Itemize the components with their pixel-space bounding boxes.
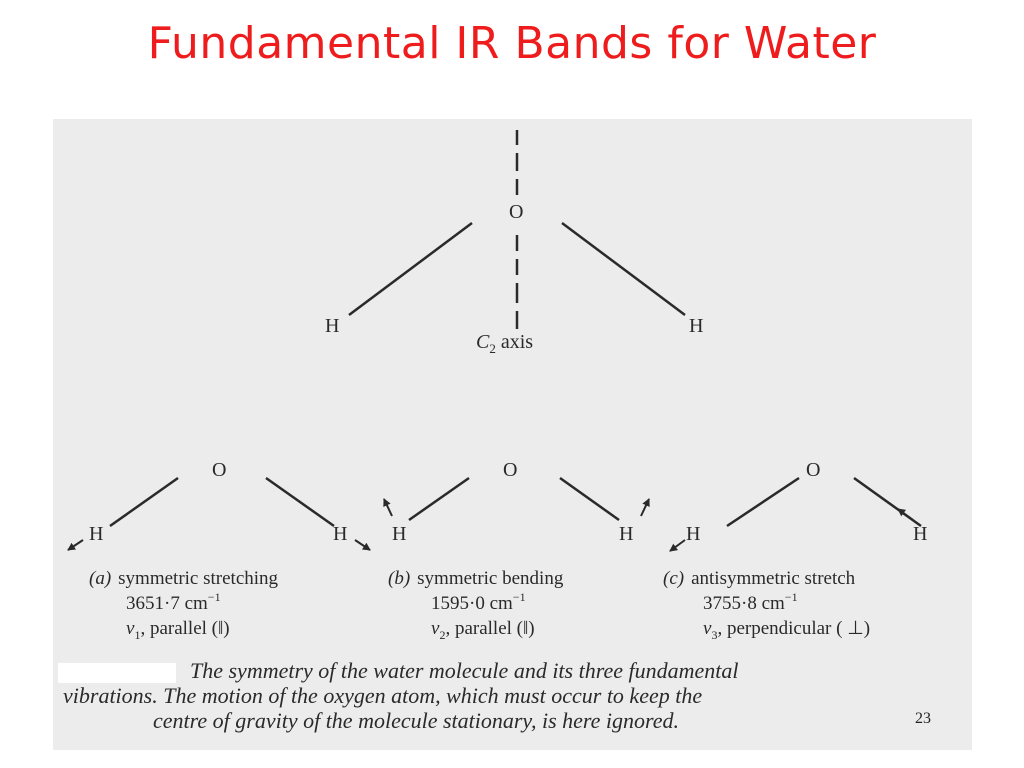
oh-bond-left	[726, 476, 800, 528]
mode-c-molecule	[669, 476, 922, 552]
hydrogen-atom-label: H	[913, 523, 927, 545]
displacement-arrow	[67, 539, 84, 551]
oxygen-atom-label: O	[806, 459, 820, 481]
caption-line: The symmetry of the water molecule and i…	[190, 658, 739, 683]
unit-exponent: −1	[785, 590, 798, 604]
oxygen-atom-label: O	[503, 459, 517, 481]
nu-subscript: 2	[439, 628, 445, 642]
mode-b-molecule	[383, 476, 650, 522]
oh-bond-left	[109, 476, 179, 528]
displacement-arrow	[669, 539, 686, 552]
displacement-arrow	[897, 508, 914, 521]
whiteout-patch	[58, 663, 176, 683]
mode-tag: (c)	[663, 568, 684, 589]
displacement-arrow	[354, 539, 371, 551]
mode-tag: (a)	[89, 568, 111, 589]
displacement-arrow	[383, 498, 393, 517]
top-water-molecule	[348, 130, 686, 329]
oxygen-atom-label: O	[509, 201, 523, 223]
hydrogen-atom-label: H	[89, 523, 103, 545]
displacement-arrow	[640, 498, 650, 517]
mode-a-caption: (a) symmetric stretching 3651·7 cm−1 ν1, …	[89, 568, 279, 642]
hydrogen-atom-label: H	[392, 523, 406, 545]
slide-title: Fundamental IR Bands for Water	[147, 18, 877, 69]
page-number: 23	[915, 710, 931, 727]
svg-text:(b)symmetric bending: (b) symmetric bending	[388, 568, 564, 589]
hydrogen-atom-label: H	[686, 523, 700, 545]
nu-subscript: 1	[134, 628, 140, 642]
mode-name: antisymmetric stretch	[691, 568, 856, 589]
svg-text:(a)symmetric stretching: (a) symmetric stretching	[89, 568, 279, 589]
water-symmetry-diagram: O H H C2 axis O H H O H H	[67, 130, 927, 642]
svg-text:ν2, parallel (‖): ν2, parallel (‖)	[431, 618, 535, 642]
mode-frequency: 1595·0 cm	[431, 593, 513, 614]
oh-bond-left	[408, 476, 470, 522]
mode-tag: (b)	[388, 568, 410, 589]
mode-symmetry: , parallel (‖)	[445, 618, 534, 639]
svg-text:ν3, perpendicular ( ⊥): ν3, perpendicular ( ⊥)	[703, 618, 870, 642]
axis-subscript: 2	[489, 341, 496, 356]
scanned-figure: O H H C2 axis O H H O H H	[53, 119, 972, 750]
oh-bond-right	[561, 221, 686, 317]
hydrogen-atom-label: H	[325, 315, 339, 337]
hydrogen-atom-label: H	[689, 315, 703, 337]
oh-bond-right	[559, 476, 620, 522]
mode-a-molecule	[67, 476, 371, 551]
caption-line: centre of gravity of the molecule statio…	[153, 708, 680, 733]
svg-text:1595·0 cm−1: 1595·0 cm−1	[431, 590, 526, 614]
oxygen-atom-label: O	[212, 459, 226, 481]
hydrogen-atom-label: H	[333, 523, 347, 545]
unit-exponent: −1	[208, 590, 221, 604]
oh-bond-left	[348, 221, 473, 317]
nu-symbol: ν	[431, 618, 440, 639]
unit-exponent: −1	[513, 590, 526, 604]
c2-axis-label: C2 axis	[476, 331, 533, 356]
svg-text:(c)antisymmetric stretch: (c) antisymmetric stretch	[663, 568, 856, 589]
axis-word: axis	[501, 331, 533, 353]
axis-symbol: C	[476, 331, 490, 353]
nu-symbol: ν	[126, 618, 135, 639]
mode-c-caption: (c) antisymmetric stretch 3755·8 cm−1 ν3,…	[663, 568, 870, 642]
svg-text:ν1, parallel (‖): ν1, parallel (‖)	[126, 618, 230, 642]
svg-text:3651·7 cm−1: 3651·7 cm−1	[126, 590, 221, 614]
mode-name: symmetric stretching	[118, 568, 278, 589]
mode-symmetry: , parallel (‖)	[140, 618, 229, 639]
nu-subscript: 3	[711, 628, 717, 642]
mode-name: symmetric bending	[417, 568, 564, 589]
mode-frequency: 3651·7 cm	[126, 593, 208, 614]
svg-text:3755·8 cm−1: 3755·8 cm−1	[703, 590, 798, 614]
mode-b-caption: (b) symmetric bending 1595·0 cm−1 ν2, par…	[388, 568, 564, 642]
caption-line: vibrations. The motion of the oxygen ato…	[63, 683, 703, 708]
mode-frequency: 3755·8 cm	[703, 593, 785, 614]
mode-symmetry: , perpendicular ( ⊥)	[717, 618, 870, 639]
oh-bond-right	[265, 476, 335, 528]
hydrogen-atom-label: H	[619, 523, 633, 545]
nu-symbol: ν	[703, 618, 712, 639]
